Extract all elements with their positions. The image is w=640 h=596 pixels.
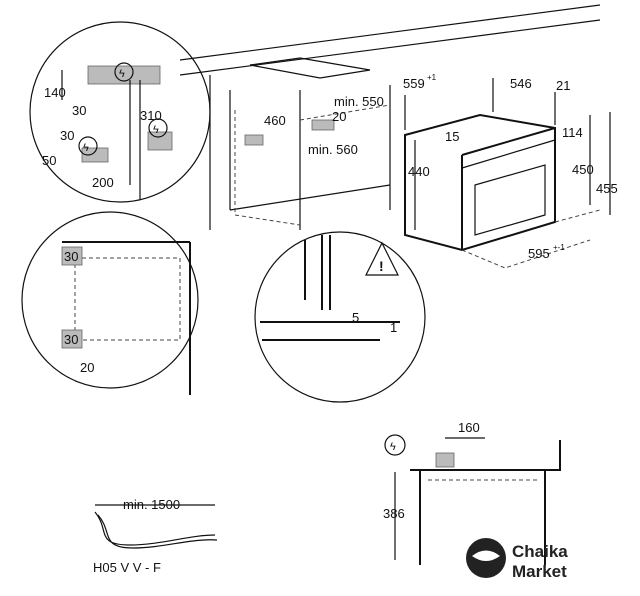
svg-text:140: 140 <box>44 85 66 100</box>
electric-icon <box>114 62 134 82</box>
svg-text:450: 450 <box>572 162 594 177</box>
oven: 559 +1 546 21 15 114 440 450 455 595 +-1 <box>403 73 618 269</box>
socket-block <box>311 119 335 131</box>
svg-text:ϟ: ϟ <box>390 441 396 453</box>
electric-icon <box>78 136 98 156</box>
brand-logo: Chaika Market <box>466 538 568 581</box>
cable: min. 1500 H05 V V - F <box>93 497 218 575</box>
gap-detail: ! 5 1 <box>254 231 426 403</box>
svg-text:21: 21 <box>556 78 570 93</box>
svg-text:min. 550: min. 550 <box>334 94 384 109</box>
svg-text:30: 30 <box>64 249 78 264</box>
svg-text:310: 310 <box>140 108 162 123</box>
svg-text:ϟ: ϟ <box>119 68 125 80</box>
svg-text:!: ! <box>379 258 384 274</box>
corner-detail: 30 30 20 <box>21 211 199 395</box>
svg-text:ϟ: ϟ <box>83 142 89 154</box>
svg-text:455: 455 <box>596 181 618 196</box>
svg-text:30: 30 <box>72 103 86 118</box>
svg-text:H05 V V - F: H05 V V - F <box>93 560 161 575</box>
svg-text:+1: +1 <box>427 73 437 82</box>
svg-text:595: 595 <box>528 246 550 261</box>
svg-text:30: 30 <box>60 128 74 143</box>
kitchen-cabinet <box>179 4 601 230</box>
svg-text:Chaika: Chaika <box>512 542 568 561</box>
electric-icon <box>384 434 406 456</box>
svg-text:min. 1500: min. 1500 <box>123 497 180 512</box>
svg-text:440: 440 <box>408 164 430 179</box>
svg-text:ϟ: ϟ <box>153 124 159 136</box>
svg-text:20: 20 <box>80 360 94 375</box>
svg-text:15: 15 <box>445 129 459 144</box>
svg-text:30: 30 <box>64 332 78 347</box>
svg-text:114: 114 <box>562 125 583 140</box>
svg-text:50: 50 <box>42 153 56 168</box>
svg-text:200: 200 <box>92 175 114 190</box>
svg-text:20: 20 <box>332 109 346 124</box>
electric-icon <box>148 118 168 138</box>
svg-text:160: 160 <box>458 420 480 435</box>
svg-text:+-1: +-1 <box>553 243 565 252</box>
svg-text:1: 1 <box>390 320 397 335</box>
svg-text:460: 460 <box>264 113 286 128</box>
svg-text:386: 386 <box>383 506 405 521</box>
svg-text:min. 560: min. 560 <box>308 142 358 157</box>
warning-icon <box>365 241 399 276</box>
svg-text:Market: Market <box>512 562 567 581</box>
side-view: ϟ 160 386 <box>383 420 561 565</box>
socket-detail: ϟ ϟ ϟ 140 310 30 30 50 200 <box>29 21 211 203</box>
svg-text:5: 5 <box>352 310 359 325</box>
svg-text:559: 559 <box>403 76 425 91</box>
svg-text:546: 546 <box>510 76 532 91</box>
